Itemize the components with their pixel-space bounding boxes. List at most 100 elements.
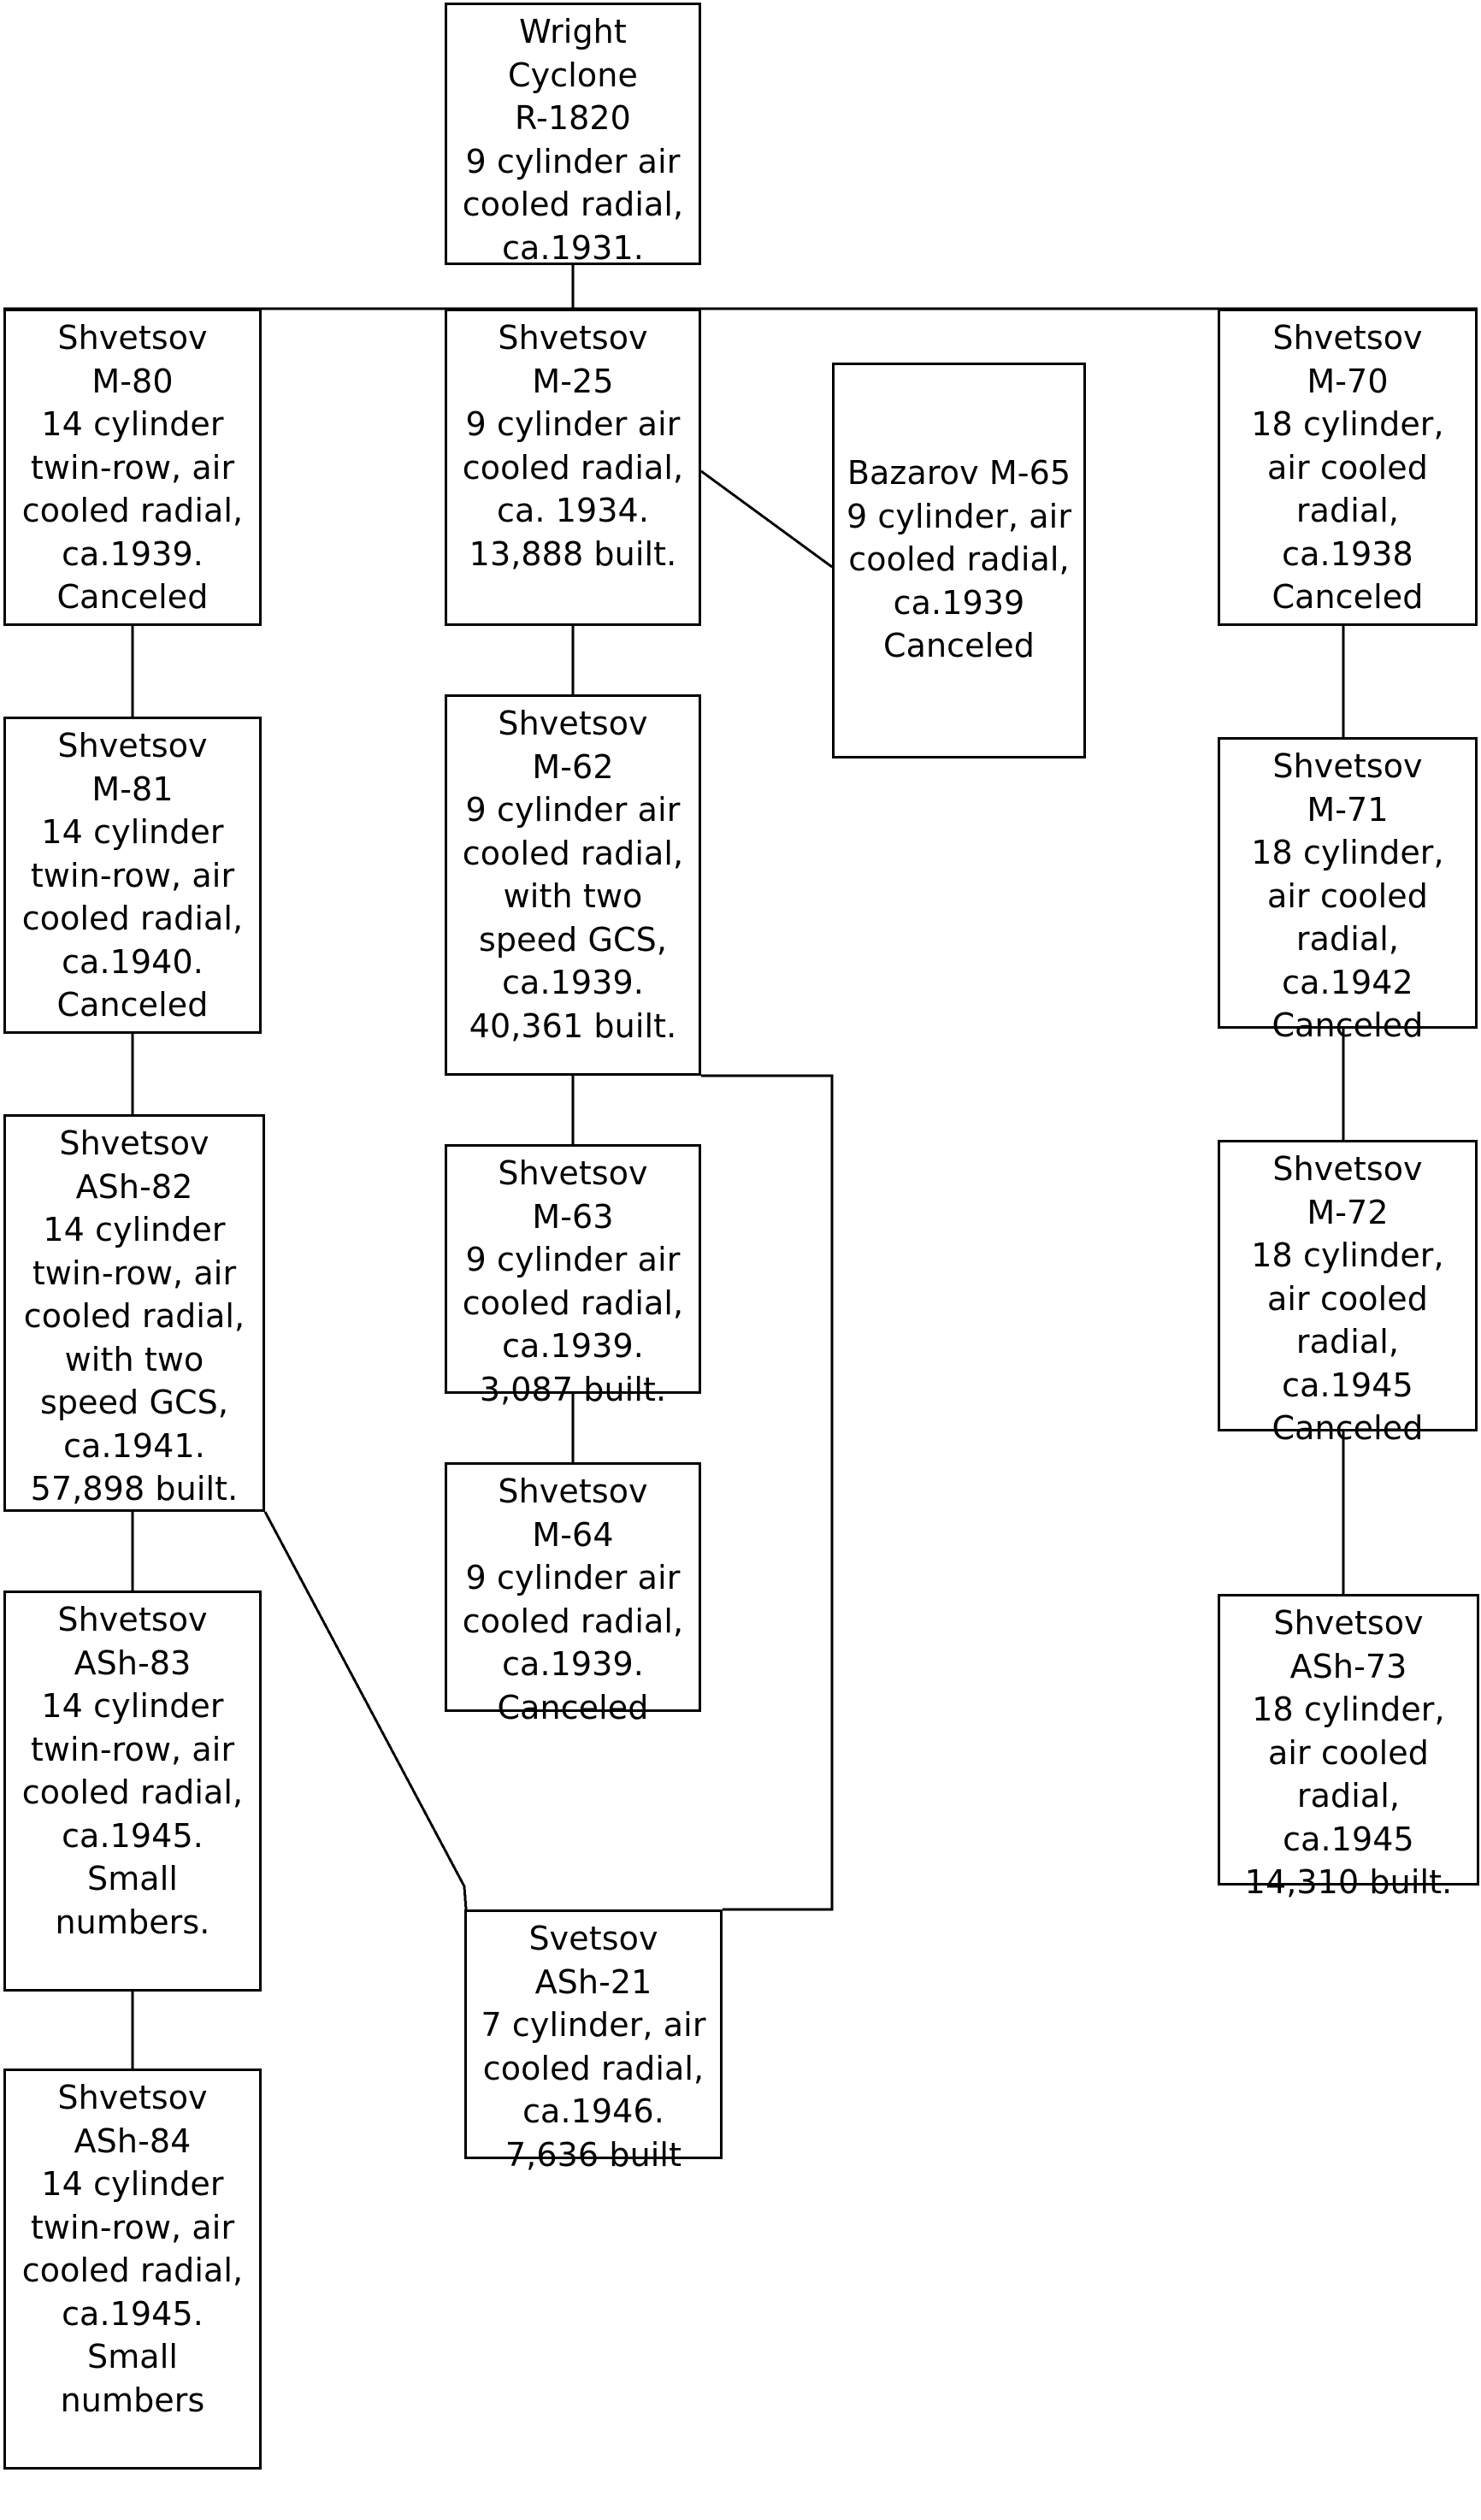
node-line: twin-row, air bbox=[32, 1254, 237, 1292]
node-line: M-63 bbox=[532, 1197, 614, 1236]
node-line: M-80 bbox=[91, 362, 174, 400]
node-line: 14 cylinder bbox=[41, 813, 224, 852]
node-line: ca.1939. bbox=[502, 964, 644, 1002]
node-line: Shvetsov bbox=[498, 1154, 648, 1192]
node-line: Bazarov M-65 bbox=[847, 454, 1071, 493]
node-line: Shvetsov bbox=[1272, 747, 1423, 785]
node-line: ca.1941. bbox=[63, 1426, 205, 1465]
node-line: ca.1938 bbox=[1282, 534, 1413, 573]
node-line: cooled radial, bbox=[462, 834, 684, 872]
node-line: Shvetsov bbox=[1272, 1150, 1423, 1188]
node-line: Shvetsov bbox=[498, 705, 648, 742]
node-line: cooled radial, bbox=[462, 1602, 684, 1640]
node-line: M-72 bbox=[1307, 1193, 1389, 1231]
node-line: Canceled bbox=[1272, 1006, 1424, 1045]
node-line: ca. 1934. bbox=[496, 492, 650, 530]
node-line: R-1820 bbox=[515, 99, 631, 138]
node-line: Cyclone bbox=[508, 56, 638, 94]
node-line: Shvetsov bbox=[1273, 1604, 1424, 1642]
node-line: ca.1942 bbox=[1282, 963, 1413, 1001]
node-line: 9 cylinder air bbox=[465, 1241, 681, 1279]
node-shvetsov-m-72[interactable]: Shvetsov M-72 18 cylinder, air cooled ra… bbox=[1218, 1140, 1478, 1447]
node-line: 14 cylinder bbox=[41, 405, 224, 444]
node-line: ca.1939 bbox=[893, 583, 1025, 622]
node-line: Canceled bbox=[56, 986, 209, 1024]
node-line: Canceled bbox=[56, 578, 209, 617]
node-line: ca.1939. bbox=[502, 1327, 644, 1366]
node-shvetsov-m-81[interactable]: Shvetsov M-81 14 cylinder twin-row, air … bbox=[3, 717, 262, 1034]
node-line: ca.1945. bbox=[62, 2294, 204, 2333]
node-line: twin-row, air bbox=[30, 448, 235, 487]
node-line: Shvetsov bbox=[59, 1124, 209, 1162]
node-shvetsov-ash-82[interactable]: Shvetsov ASh-82 14 cylinder twin-row, ai… bbox=[3, 1114, 265, 1512]
node-line: Shvetsov bbox=[1272, 319, 1423, 357]
node-line: ca.1931. bbox=[502, 228, 644, 267]
node-line: twin-row, air bbox=[30, 1730, 235, 1768]
node-line: air cooled bbox=[1267, 448, 1428, 487]
node-line: ASh-83 bbox=[74, 1644, 192, 1682]
node-line: Small bbox=[86, 1860, 179, 1898]
node-line: Wright bbox=[519, 13, 627, 50]
node-line: cooled radial, bbox=[462, 186, 684, 224]
node-line: Canceled bbox=[882, 627, 1036, 665]
node-shvetsov-m-80[interactable]: Shvetsov M-80 14 cylinder twin-row, air … bbox=[3, 309, 262, 626]
node-line: radial, bbox=[1295, 1323, 1400, 1361]
node-line: 18 cylinder, bbox=[1251, 405, 1444, 444]
node-line: air cooled bbox=[1267, 876, 1428, 915]
edge-ash82-ash21 bbox=[263, 1511, 468, 1910]
node-line: twin-row, air bbox=[30, 2208, 235, 2246]
node-shvetsov-m-62[interactable]: Shvetsov M-62 9 cylinder air cooled radi… bbox=[445, 694, 701, 1076]
node-shvetsov-ash-73[interactable]: Shvetsov ASh-73 18 cylinder, air cooled … bbox=[1218, 1594, 1479, 1901]
node-line: ca.1945 bbox=[1283, 1820, 1414, 1858]
node-line: Shvetsov bbox=[57, 2079, 208, 2116]
node-line: M-70 bbox=[1307, 362, 1389, 400]
node-svetsov-ash-21[interactable]: Svetsov ASh-21 7 cylinder, air cooled ra… bbox=[464, 1909, 723, 2174]
node-bazarov-m-65[interactable]: Bazarov M-65 9 cylinder, air cooled radi… bbox=[832, 363, 1086, 758]
node-line: ASh-84 bbox=[74, 2122, 192, 2160]
node-line: with two bbox=[503, 877, 643, 916]
node-shvetsov-ash-83[interactable]: Shvetsov ASh-83 14 cylinder twin-row, ai… bbox=[3, 1590, 262, 1992]
node-line: Shvetsov bbox=[498, 319, 648, 357]
node-line: 7,636 built bbox=[504, 2135, 682, 2174]
node-line: Shvetsov bbox=[57, 727, 208, 764]
node-line: radial, bbox=[1295, 492, 1400, 530]
node-line: ca.1945 bbox=[1282, 1366, 1413, 1404]
node-line: radial, bbox=[1295, 920, 1400, 959]
node-line: 9 cylinder, air bbox=[846, 497, 1072, 535]
node-shvetsov-m-64[interactable]: Shvetsov M-64 9 cylinder air cooled radi… bbox=[445, 1462, 701, 1726]
node-line: with two bbox=[64, 1340, 204, 1378]
node-shvetsov-m-70[interactable]: Shvetsov M-70 18 cylinder, air cooled ra… bbox=[1218, 309, 1478, 626]
node-wright-cyclone-r-1820[interactable]: Wright Cyclone R-1820 9 cylinder air coo… bbox=[445, 3, 701, 267]
node-line: ASh-21 bbox=[534, 1962, 652, 2001]
node-shvetsov-ash-84[interactable]: Shvetsov ASh-84 14 cylinder twin-row, ai… bbox=[3, 2069, 262, 2470]
node-shvetsov-m-71[interactable]: Shvetsov M-71 18 cylinder, air cooled ra… bbox=[1218, 737, 1478, 1044]
node-line: cooled radial, bbox=[21, 1773, 244, 1812]
node-line: numbers. bbox=[55, 1903, 210, 1941]
node-line: Small bbox=[86, 2338, 179, 2376]
node-line: Canceled bbox=[1272, 1409, 1424, 1448]
node-line: cooled radial, bbox=[848, 540, 1070, 579]
node-line: 14,310 built. bbox=[1244, 1863, 1453, 1902]
node-line: radial, bbox=[1296, 1777, 1401, 1815]
node-line: 18 cylinder, bbox=[1251, 1236, 1444, 1275]
node-line: cooled radial, bbox=[21, 492, 244, 530]
node-line: M-25 bbox=[532, 362, 614, 400]
node-line: cooled radial, bbox=[23, 1297, 245, 1336]
node-line: Shvetsov bbox=[57, 319, 208, 357]
node-line: 18 cylinder, bbox=[1251, 834, 1444, 872]
node-line: cooled radial, bbox=[21, 900, 244, 938]
node-line: 14 cylinder bbox=[43, 1211, 226, 1249]
node-line: cooled radial, bbox=[21, 2251, 244, 2290]
node-line: air cooled bbox=[1267, 1279, 1428, 1318]
edge-m62-ash21 bbox=[701, 1074, 834, 1911]
node-line: Canceled bbox=[497, 1688, 649, 1726]
node-line: Shvetsov bbox=[57, 1601, 208, 1638]
node-line: ASh-82 bbox=[75, 1167, 193, 1206]
node-line: 3,087 built. bbox=[479, 1370, 667, 1408]
node-line: 9 cylinder air bbox=[465, 1559, 681, 1597]
node-shvetsov-m-25[interactable]: Shvetsov M-25 9 cylinder air cooled radi… bbox=[445, 309, 701, 626]
node-line: M-81 bbox=[91, 770, 174, 808]
node-shvetsov-m-63[interactable]: Shvetsov M-63 9 cylinder air cooled radi… bbox=[445, 1144, 701, 1408]
node-line: 7 cylinder, air bbox=[481, 2006, 706, 2045]
